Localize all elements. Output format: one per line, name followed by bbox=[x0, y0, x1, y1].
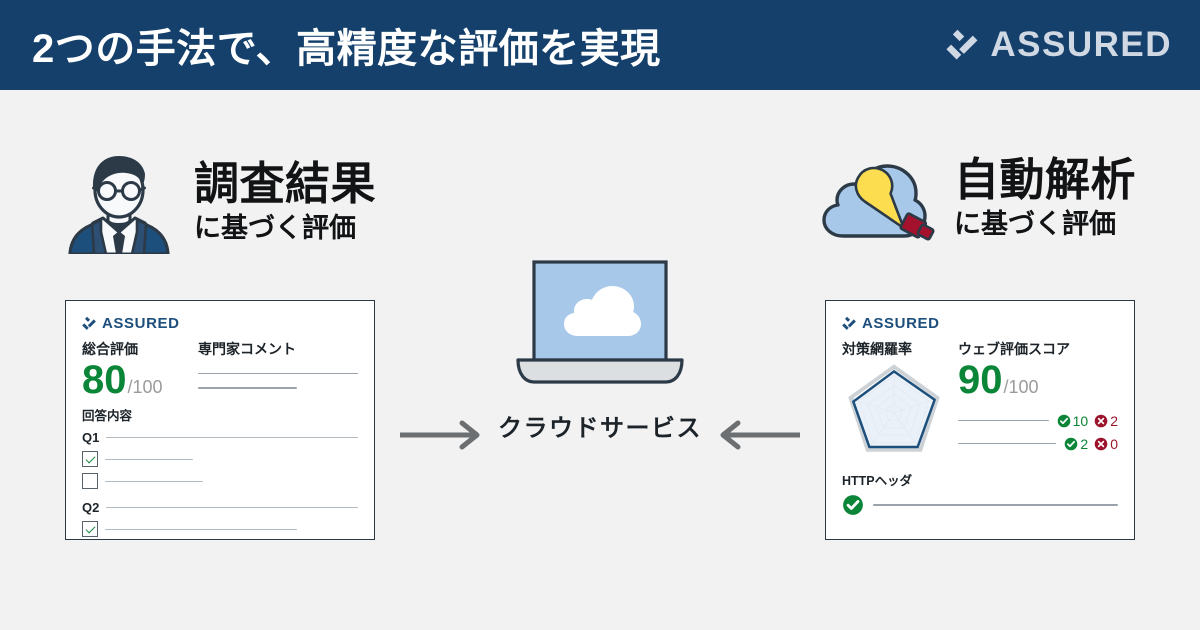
option-placeholder-line bbox=[105, 480, 203, 482]
stat-row: 10 2 bbox=[958, 413, 1118, 429]
expert-comment-block: 専門家コメント bbox=[194, 341, 358, 400]
question-row: Q2 bbox=[82, 500, 358, 515]
circle-x-icon bbox=[1094, 414, 1108, 427]
stat-badges: 2 0 bbox=[1064, 436, 1118, 452]
survey-report-card[interactable]: ASSURED 総合評価 80 /100 専門家コメント 回答内容 bbox=[65, 300, 375, 540]
comment-placeholder-line bbox=[198, 372, 358, 374]
coverage-label: 対策網羅率 bbox=[842, 341, 912, 357]
question-tag: Q2 bbox=[82, 500, 100, 516]
assured-diamond-check-icon bbox=[842, 316, 856, 330]
card-logo-text: ASSURED bbox=[102, 315, 180, 332]
cloud-service-label: クラウドサービス bbox=[498, 415, 702, 442]
pass-count: 2 bbox=[1080, 435, 1089, 452]
overall-score-label: 総合評価 bbox=[82, 341, 138, 357]
right-section-heading: 自動解析 に基づく評価 bbox=[812, 150, 1136, 246]
right-section-text: 自動解析 に基づく評価 bbox=[954, 156, 1136, 240]
assured-brand-logo: ASSURED bbox=[946, 25, 1172, 65]
left-section-text: 調査結果 に基づく評価 bbox=[194, 160, 376, 244]
left-section-subtitle: に基づく評価 bbox=[194, 212, 356, 243]
page-header: 2つの手法で、高精度な評価を実現 ASSURED bbox=[0, 0, 1200, 90]
circle-x-icon bbox=[1094, 437, 1108, 450]
overall-score-number: 80 bbox=[82, 357, 127, 402]
left-section-title: 調査結果 bbox=[194, 157, 377, 209]
web-score-denominator: /100 bbox=[1003, 376, 1039, 397]
arrow-right-icon bbox=[400, 420, 480, 450]
fail-count: 0 bbox=[1110, 435, 1118, 452]
web-score-label: ウェブ評価スコア bbox=[958, 341, 1070, 357]
checkbox-unchecked[interactable] bbox=[82, 473, 98, 490]
brand-name: ASSURED bbox=[990, 25, 1172, 64]
expert-comment-label: 専門家コメント bbox=[198, 341, 296, 357]
pass-badge: 2 bbox=[1064, 436, 1088, 452]
card-logo-text: ASSURED bbox=[862, 315, 940, 332]
option-placeholder-line bbox=[105, 528, 297, 530]
circle-check-icon bbox=[1065, 437, 1078, 450]
http-placeholder-line bbox=[873, 504, 1118, 506]
stat-row: 2 0 bbox=[958, 436, 1118, 452]
assured-diamond-check-icon bbox=[946, 29, 978, 60]
right-section-subtitle: に基づく評価 bbox=[954, 208, 1116, 239]
stat-placeholder-line bbox=[958, 419, 1049, 422]
stat-rows: 10 2 bbox=[958, 413, 1118, 452]
analysis-top-columns: 対策網羅率 bbox=[842, 341, 1118, 470]
fail-badge: 0 bbox=[1094, 436, 1118, 452]
overall-score-denominator: /100 bbox=[127, 376, 163, 397]
http-header-status-row bbox=[842, 494, 1118, 516]
card-logo-left: ASSURED bbox=[82, 315, 358, 332]
laptop-cloud-icon bbox=[516, 260, 684, 384]
overall-score-value: 80 /100 bbox=[82, 360, 194, 400]
http-header-label: HTTPヘッダ bbox=[842, 473, 913, 488]
checkbox-checked[interactable] bbox=[82, 451, 98, 468]
web-score-number: 90 bbox=[958, 357, 1003, 402]
overall-score-block: 総合評価 80 /100 bbox=[82, 341, 194, 400]
fail-count: 2 bbox=[1110, 412, 1118, 429]
web-score-value: 90 /100 bbox=[958, 360, 1118, 400]
answer-option-row[interactable] bbox=[82, 473, 358, 490]
pass-count: 10 bbox=[1072, 412, 1089, 429]
circle-check-icon bbox=[1057, 414, 1070, 427]
stat-badges: 10 2 bbox=[1057, 413, 1118, 429]
survey-report-content: ASSURED 総合評価 80 /100 専門家コメント 回答内容 bbox=[66, 301, 374, 538]
answer-option-row[interactable] bbox=[82, 521, 358, 538]
survey-top-columns: 総合評価 80 /100 専門家コメント bbox=[82, 341, 358, 400]
question-tag: Q1 bbox=[82, 430, 100, 446]
question-placeholder-line bbox=[106, 437, 358, 439]
left-section-heading: 調査結果 に基づく評価 bbox=[58, 150, 376, 254]
pass-badge: 10 bbox=[1057, 412, 1089, 429]
question-placeholder-line bbox=[106, 507, 358, 509]
cloud-flashlight-icon bbox=[822, 164, 935, 241]
question-row: Q1 bbox=[82, 430, 358, 445]
checkbox-checked[interactable] bbox=[82, 521, 98, 538]
answers-label: 回答内容 bbox=[82, 408, 133, 423]
person-with-glasses-icon bbox=[68, 156, 170, 254]
auto-analysis-report-card[interactable]: ASSURED 対策網羅率 bbox=[825, 300, 1135, 540]
coverage-radar-chart bbox=[848, 363, 940, 452]
comment-placeholder-line bbox=[198, 387, 298, 389]
auto-analysis-content: ASSURED 対策網羅率 bbox=[826, 301, 1134, 516]
circle-check-icon bbox=[843, 495, 863, 516]
answer-option-row[interactable] bbox=[82, 451, 358, 468]
cloud-service-node: クラウドサービス bbox=[470, 258, 730, 443]
http-header-block: HTTPヘッダ bbox=[842, 474, 1118, 517]
stat-placeholder-line bbox=[958, 442, 1057, 445]
page-title: 2つの手法で、高精度な評価を実現 bbox=[32, 27, 661, 71]
fail-badge: 2 bbox=[1094, 413, 1118, 429]
card-logo-right: ASSURED bbox=[842, 315, 1118, 332]
right-section-title: 自動解析 bbox=[954, 153, 1137, 205]
arrow-left-icon bbox=[720, 420, 800, 450]
web-score-block: ウェブ評価スコア 90 /100 bbox=[954, 341, 1118, 470]
coverage-block: 対策網羅率 bbox=[842, 341, 954, 470]
answers-block: 回答内容 Q1 Q2 bbox=[82, 409, 358, 538]
option-placeholder-line bbox=[105, 458, 193, 460]
assured-diamond-check-icon bbox=[82, 316, 96, 330]
main-stage: 調査結果 に基づく評価 自動解析 に基づく評価 bbox=[0, 90, 1200, 630]
